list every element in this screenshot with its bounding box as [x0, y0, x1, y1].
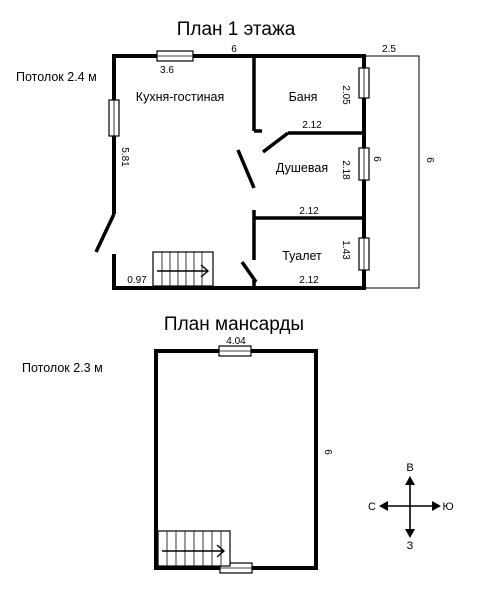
compass-west-label: С — [368, 501, 376, 513]
compass-arrow-east — [432, 501, 441, 511]
floor1-window-top — [156, 50, 194, 62]
floor1-window-left — [108, 99, 120, 137]
room-shower-label: Душевая — [276, 161, 328, 175]
attic-window-bottom — [219, 562, 253, 574]
dim-wall-shower-toilet: 2.12 — [299, 206, 319, 217]
kitchen-door — [236, 149, 256, 189]
attic-title: План мансарды — [164, 314, 304, 335]
compass-arrow-west — [379, 501, 388, 511]
dim-bottom-left: 0.97 — [127, 275, 147, 286]
dim-wall-bath-shower: 2.12 — [302, 120, 322, 131]
floor1-title: План 1 этажа — [177, 19, 296, 40]
compass-east-label: Ю — [442, 501, 453, 513]
dim-bottom-toilet: 2.12 — [299, 275, 319, 286]
dim-terrace-width: 2.5 — [382, 44, 396, 55]
floor1-window-bath — [358, 67, 370, 99]
compass-arrow-north — [405, 476, 415, 485]
dim-right-height: 6 — [371, 156, 382, 162]
compass-north-label: В — [406, 462, 413, 474]
floor1-window-toilet — [358, 237, 370, 271]
floor1-window-shower — [358, 147, 370, 181]
room-bath-label: Баня — [289, 90, 318, 104]
floor1-partitions — [252, 56, 364, 288]
terrace-outline — [364, 55, 420, 289]
attic-window-top — [218, 345, 252, 357]
dim-bath-height: 2.05 — [340, 85, 351, 105]
compass-south-label: З — [407, 540, 414, 552]
shower-door — [261, 131, 290, 154]
floor1-doors — [94, 131, 290, 284]
dim-top-width: 6 — [231, 44, 237, 55]
compass-rose: В З С Ю — [368, 462, 454, 552]
compass-arrow-south — [405, 529, 415, 538]
toilet-door — [240, 260, 258, 284]
room-kitchen-label: Кухня-гостиная — [136, 90, 224, 104]
entrance-door — [94, 213, 116, 253]
room-toilet-label: Туалет — [282, 249, 322, 263]
dim-window-top: 3.6 — [160, 65, 174, 76]
attic-staircase — [157, 530, 231, 567]
floor1-staircase — [152, 251, 214, 287]
dim-shower-height: 2.18 — [340, 160, 351, 180]
dim-left-height: 5.81 — [119, 147, 130, 167]
attic-dim-window-top: 4.04 — [226, 336, 246, 347]
floor1-ceiling-label: Потолок 2.4 м — [16, 70, 97, 84]
dim-toilet-height: 1.43 — [340, 240, 351, 260]
attic-ceiling-label: Потолок 2.3 м — [22, 361, 103, 375]
attic-dim-right-height: 6 — [322, 449, 333, 455]
dim-terrace-height: 6 — [424, 157, 435, 163]
